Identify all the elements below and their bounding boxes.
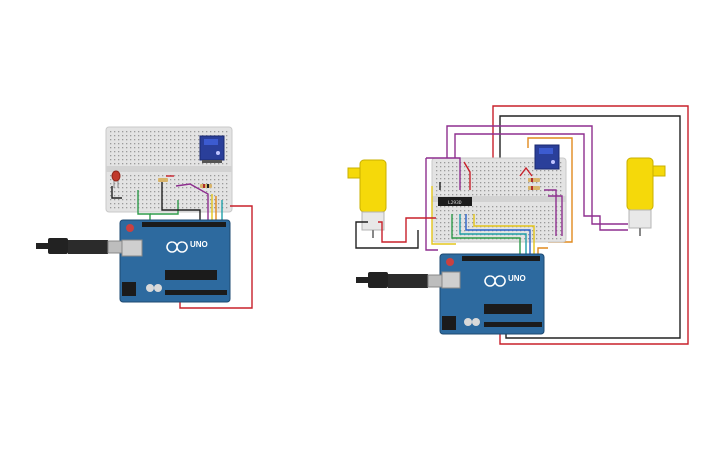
- right-driver-chip[interactable]: L293D: [438, 197, 472, 206]
- right-arduino-logo: UNO: [508, 274, 526, 283]
- left-usb-cable[interactable]: [36, 238, 123, 254]
- right-usb-cable[interactable]: [356, 272, 443, 288]
- right-resistors[interactable]: [528, 178, 540, 190]
- right-breadboard-wires[interactable]: [425, 157, 563, 258]
- right-esp-module[interactable]: [534, 144, 560, 170]
- left-motor-wires[interactable]: [355, 217, 436, 249]
- left-esp-module[interactable]: [199, 135, 225, 163]
- left-arduino-board[interactable]: UNO: [119, 219, 231, 303]
- right-outer-wires[interactable]: [446, 105, 689, 345]
- left-arduino-logo: UNO: [190, 240, 208, 249]
- left-resistor[interactable]: [158, 178, 212, 188]
- left-wires[interactable]: [111, 175, 253, 309]
- right-motor-left[interactable]: [347, 159, 387, 238]
- right-arduino-board[interactable]: UNO: [439, 253, 545, 335]
- right-circuit: L293D: [347, 105, 689, 345]
- left-circuit: UNO: [36, 126, 253, 309]
- right-motor-right[interactable]: [626, 157, 666, 236]
- left-led[interactable]: [111, 170, 121, 188]
- driver-chip-label: L293D: [448, 200, 462, 206]
